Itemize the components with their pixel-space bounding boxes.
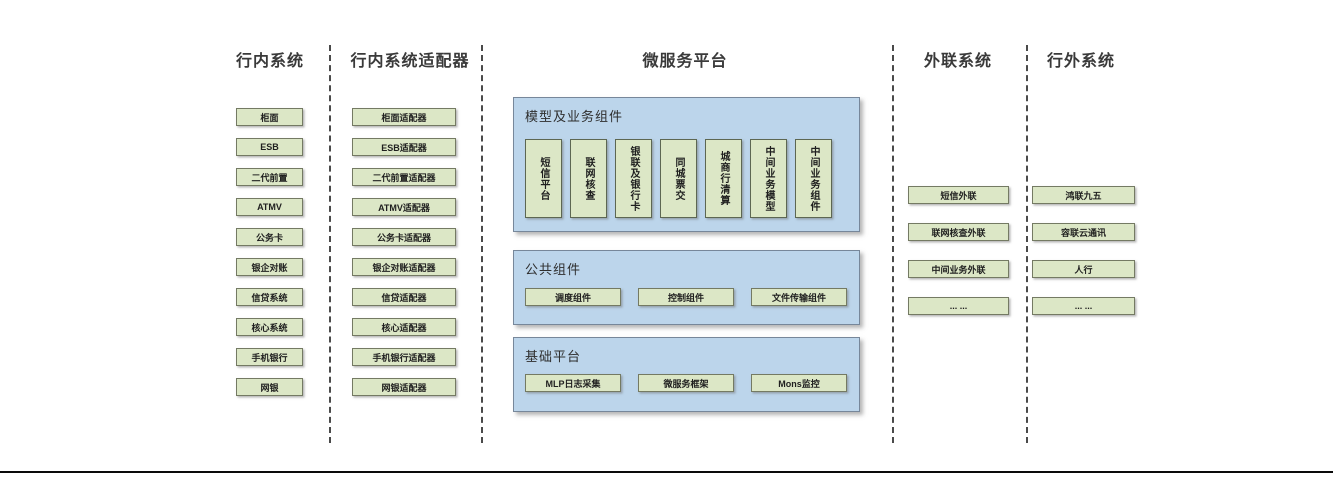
- system-box: 手机银行: [236, 348, 303, 366]
- adapter-box: 手机银行适配器: [352, 348, 456, 366]
- panel-title: 模型及业务组件: [525, 109, 624, 124]
- adapter-box: 柜面适配器: [352, 108, 456, 126]
- header-internal-system-adapters: 行内系统适配器: [350, 53, 470, 70]
- component-box: 中间业务组件: [795, 139, 832, 218]
- adapter-box: 核心适配器: [352, 318, 456, 336]
- common-components-row: 调度组件控制组件文件传输组件: [525, 288, 847, 306]
- model-components-row: 短信平台联网核查银联及银行卡同城票交城商行清算中间业务模型中间业务组件: [525, 139, 832, 218]
- component-box: 银联及银行卡: [615, 139, 652, 218]
- system-box: ... ...: [1032, 297, 1135, 315]
- column-separator: [892, 45, 894, 443]
- component-box: 同城票交: [660, 139, 697, 218]
- panel-common-components: 公共组件 调度组件控制组件文件传输组件: [513, 250, 860, 325]
- component-box: 城商行清算: [705, 139, 742, 218]
- system-box: 容联云通讯: [1032, 223, 1135, 241]
- column-separator: [329, 45, 331, 443]
- adapter-box: 二代前置适配器: [352, 168, 456, 186]
- system-box: 中间业务外联: [908, 260, 1009, 278]
- adapter-box: 信贷适配器: [352, 288, 456, 306]
- header-outside-bank-systems: 行外系统: [1046, 53, 1116, 70]
- panel-model-business-components: 模型及业务组件 短信平台联网核查银联及银行卡同城票交城商行清算中间业务模型中间业…: [513, 97, 860, 232]
- system-box: 联网核查外联: [908, 223, 1009, 241]
- header-external-link-systems: 外联系统: [923, 53, 993, 70]
- system-box: 短信外联: [908, 186, 1009, 204]
- adapter-box: ESB适配器: [352, 138, 456, 156]
- system-box: ... ...: [908, 297, 1009, 315]
- component-box: MLP日志采集: [525, 374, 621, 392]
- system-box: 人行: [1032, 260, 1135, 278]
- system-box: ESB: [236, 138, 303, 156]
- system-box: 公务卡: [236, 228, 303, 246]
- panel-title: 基础平台: [525, 349, 582, 364]
- system-box: 柜面: [236, 108, 303, 126]
- component-box: Mons监控: [751, 374, 847, 392]
- bottom-divider: [0, 471, 1333, 473]
- system-box: 信贷系统: [236, 288, 303, 306]
- system-box: ATMV: [236, 198, 303, 216]
- system-box: 鸿联九五: [1032, 186, 1135, 204]
- component-box: 文件传输组件: [751, 288, 847, 306]
- panel-base-platform: 基础平台 MLP日志采集微服务框架 Mons监控: [513, 337, 860, 412]
- adapter-box: 公务卡适配器: [352, 228, 456, 246]
- outside-bank-systems-list: 鸿联九五容联云通讯人行 ... ...: [1032, 186, 1135, 315]
- adapter-box: 网银适配器: [352, 378, 456, 396]
- system-box: 二代前置: [236, 168, 303, 186]
- adapter-box: ATMV适配器: [352, 198, 456, 216]
- base-platform-row: MLP日志采集微服务框架 Mons监控: [525, 374, 847, 392]
- system-box: 核心系统: [236, 318, 303, 336]
- adapter-box: 银企对账适配器: [352, 258, 456, 276]
- component-box: 联网核查: [570, 139, 607, 218]
- header-microservice-platform: 微服务平台: [642, 53, 728, 70]
- component-box: 控制组件: [638, 288, 734, 306]
- internal-systems-list: 柜面 ESB 二代前置 ATMV 公务卡银企对账信贷系统核心系统手机银行网银: [236, 108, 303, 396]
- column-separator: [481, 45, 483, 443]
- system-box: 银企对账: [236, 258, 303, 276]
- internal-system-adapters-list: 柜面适配器 ESB适配器二代前置适配器 ATMV适配器公务卡适配器银企对账适配器信贷…: [352, 108, 456, 396]
- component-box: 短信平台: [525, 139, 562, 218]
- column-separator: [1026, 45, 1028, 443]
- external-link-systems-list: 短信外联联网核查外联中间业务外联 ... ...: [908, 186, 1009, 315]
- system-box: 网银: [236, 378, 303, 396]
- component-box: 微服务框架: [638, 374, 734, 392]
- panel-title: 公共组件: [525, 262, 582, 277]
- header-internal-systems: 行内系统: [235, 53, 305, 70]
- component-box: 中间业务模型: [750, 139, 787, 218]
- component-box: 调度组件: [525, 288, 621, 306]
